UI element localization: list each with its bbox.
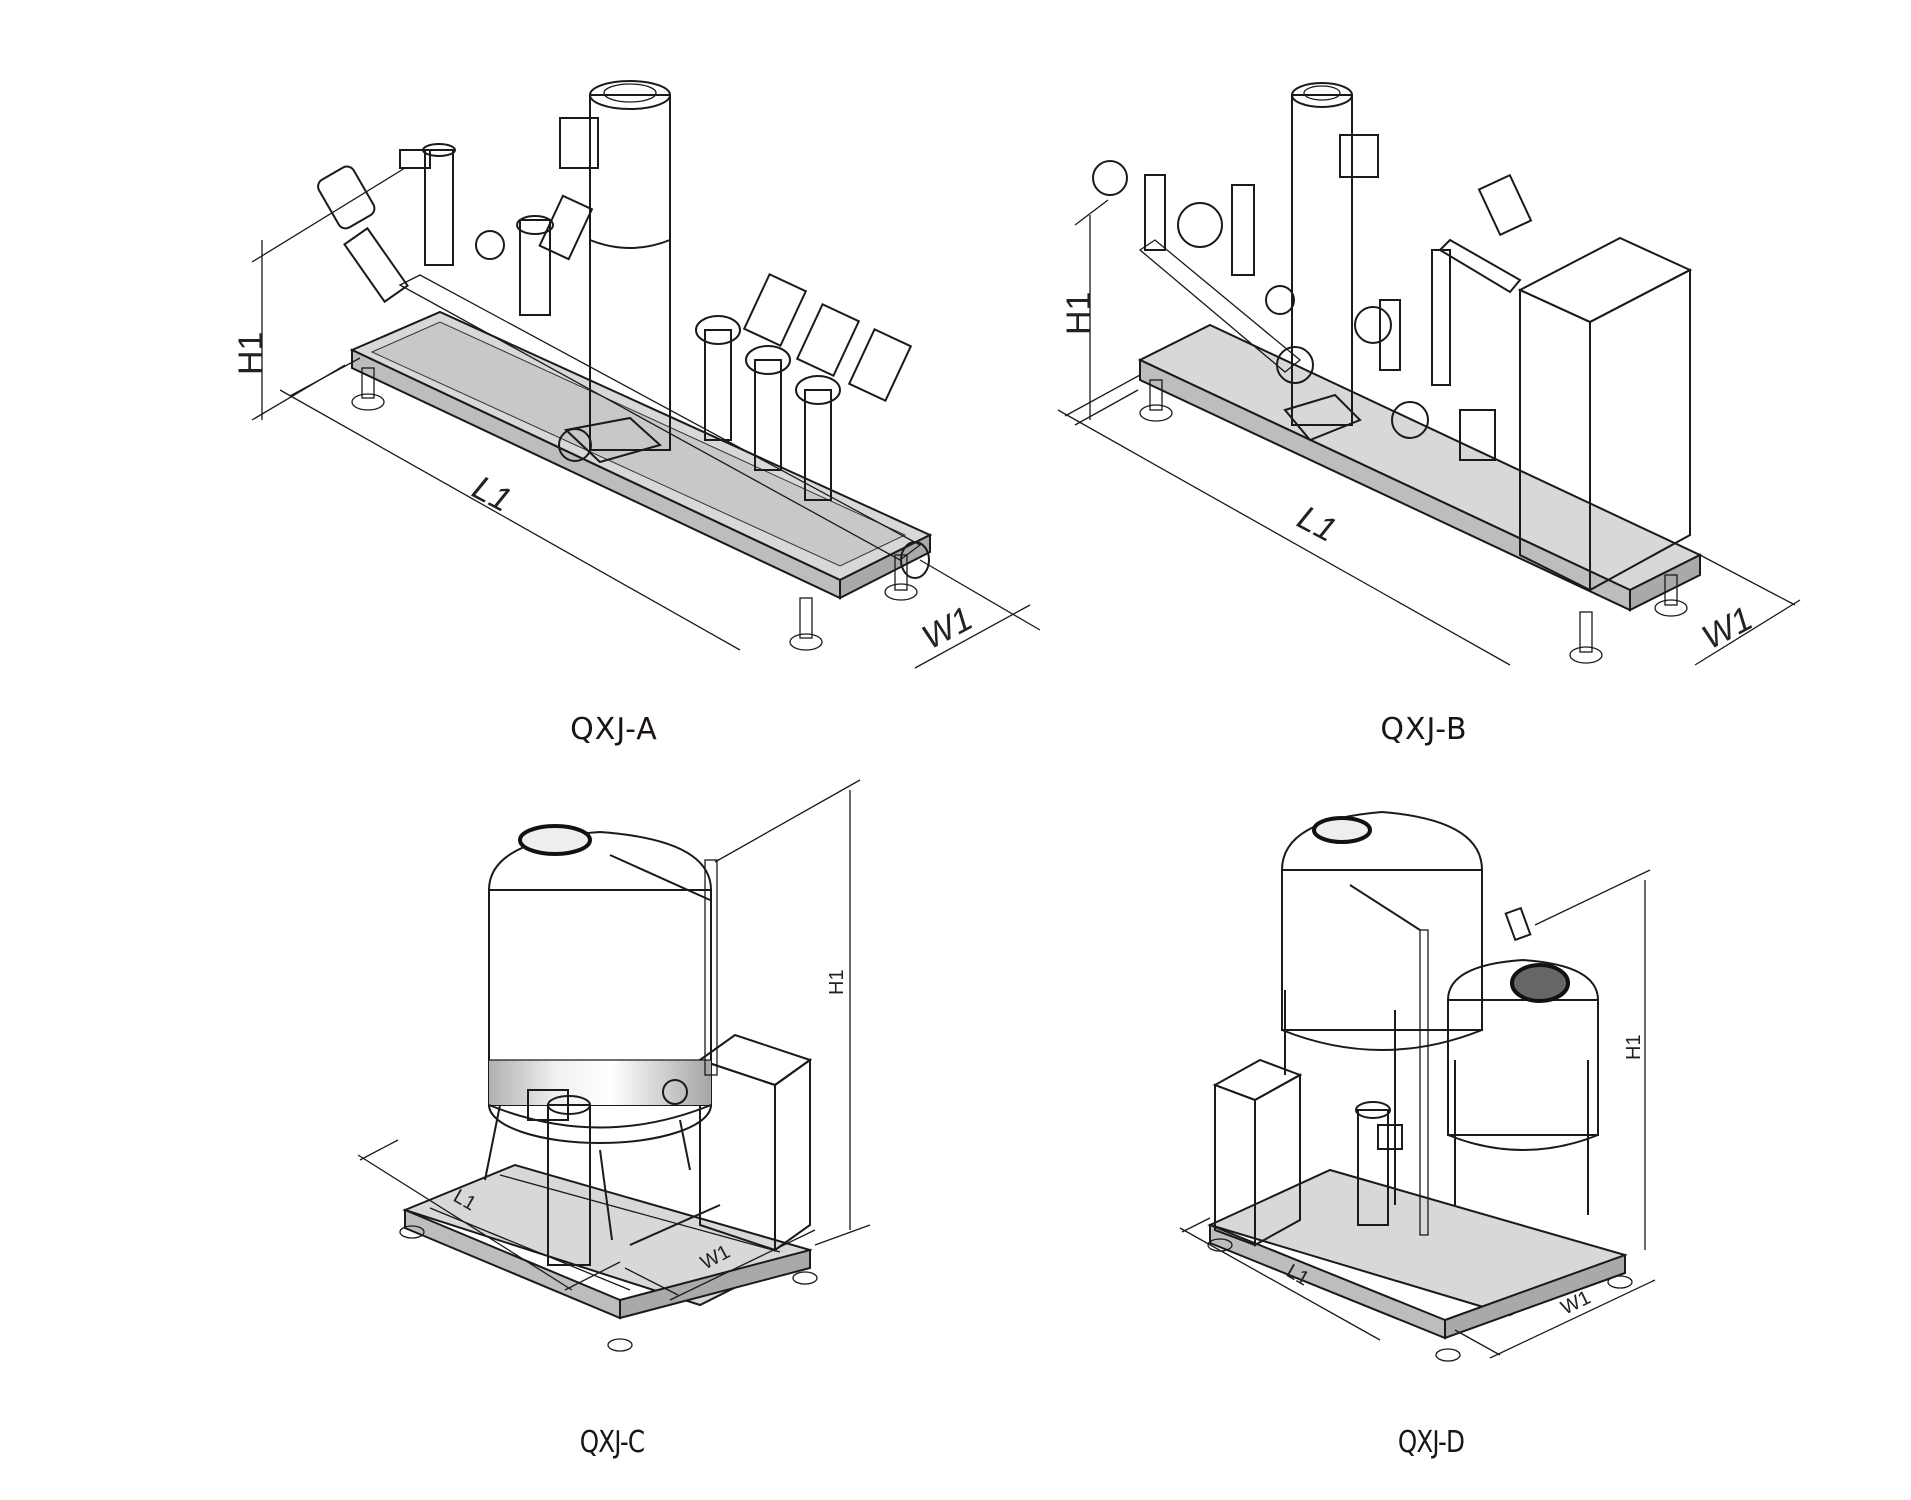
dim-label-h1: H1 (826, 969, 848, 995)
caption-qxj-a: QXJ-A (570, 712, 658, 747)
small-storage-tank (1446, 958, 1600, 1215)
dim-label-h1: H1 (1623, 1034, 1645, 1060)
dim-label-h1: H1 (1060, 292, 1098, 335)
leveling-feet (351, 367, 918, 651)
dimension-h1: H1 (714, 779, 871, 1246)
large-storage-tank (1280, 810, 1484, 1205)
dimension-h1: H1 (232, 167, 406, 421)
dimension-h1: H1 (1060, 199, 1139, 426)
dim-label-h1: H1 (232, 332, 270, 375)
piping (1349, 884, 1532, 1236)
pressure-gauge (475, 230, 505, 260)
valve-manifold (1092, 160, 1533, 461)
manifold-pipe (398, 274, 930, 579)
dimension-h1: H1 (1534, 869, 1651, 1250)
inlet-valves (317, 143, 594, 316)
caption-qxj-b: QXJ-B (1380, 712, 1468, 747)
angle-seat-valves (695, 273, 913, 501)
drawing-qxj-b: H1 L1 W1 (1057, 82, 1801, 666)
panel-qxj-b: H1 L1 W1 QXJ-B (0, 0, 1911, 747)
leveling-feet (399, 1225, 818, 1352)
vertical-pump (527, 1089, 591, 1266)
control-cabinet (1517, 236, 1693, 592)
control-cabinet (1212, 1058, 1303, 1247)
frame (1207, 1168, 1628, 1340)
leveling-feet (1207, 1238, 1633, 1362)
drawing-qxj-a: H1 L1 W1 (232, 80, 1041, 669)
caption-qxj-d: QXJ-D (1397, 1425, 1465, 1460)
vertical-pump-motor (558, 80, 671, 464)
vertical-pump (1355, 1101, 1403, 1226)
drawing-qxj-c: H1 L1 W1 (357, 779, 871, 1352)
frame (349, 310, 933, 600)
panel-qxj-c: H1 L1 W1 QXJ-C (0, 0, 955, 1500)
frame (1137, 323, 1703, 612)
frame (402, 1163, 813, 1320)
panel-qxj-a: H1 L1 W1 QXJ-A (0, 0, 1041, 747)
piping (609, 854, 721, 1246)
storage-tank (484, 824, 713, 1241)
leveling-feet (1139, 379, 1688, 664)
caption-qxj-c: QXJ-C (579, 1425, 645, 1460)
